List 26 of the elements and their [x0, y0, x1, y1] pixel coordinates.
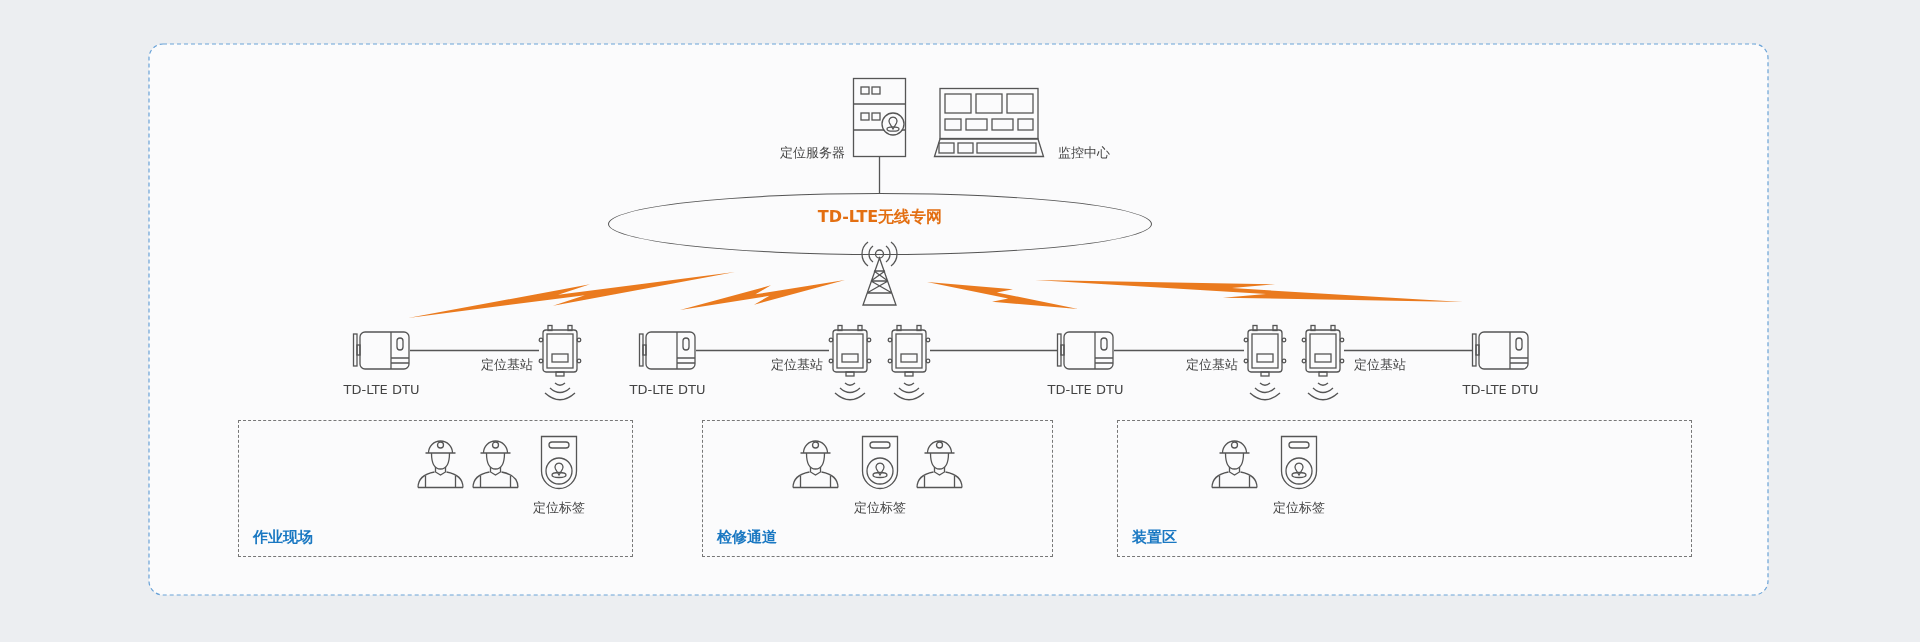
- connector-line: [1113, 349, 1245, 352]
- connector-line: [695, 349, 830, 352]
- server-label: 定位服务器: [780, 145, 845, 161]
- connector-line: [929, 349, 1058, 352]
- tag-label: 定位标签: [533, 500, 585, 516]
- area-box: [1117, 420, 1692, 557]
- connector-line: [409, 349, 540, 352]
- monitor-label: 监控中心: [1058, 145, 1110, 161]
- area-box: [702, 420, 1053, 557]
- base-station-label: 定位基站: [1354, 357, 1406, 373]
- base-station-label: 定位基站: [771, 357, 823, 373]
- base-station-label: 定位基站: [481, 357, 533, 373]
- tag-label: 定位标签: [1273, 500, 1325, 516]
- device-label: TD-LTE DTU: [1462, 382, 1539, 398]
- connector-line: [878, 156, 881, 194]
- network-label: TD-LTE无线专网: [817, 207, 943, 227]
- device-label: TD-LTE DTU: [1047, 382, 1124, 398]
- device-label: TD-LTE DTU: [343, 382, 420, 398]
- area-box: [238, 420, 633, 557]
- connector-line: [1343, 349, 1473, 352]
- tag-label: 定位标签: [854, 500, 906, 516]
- device-label: TD-LTE DTU: [629, 382, 706, 398]
- area-label: 装置区: [1132, 528, 1177, 546]
- area-label: 作业现场: [253, 528, 313, 546]
- base-station-label: 定位基站: [1186, 357, 1238, 373]
- area-label: 检修通道: [717, 528, 777, 546]
